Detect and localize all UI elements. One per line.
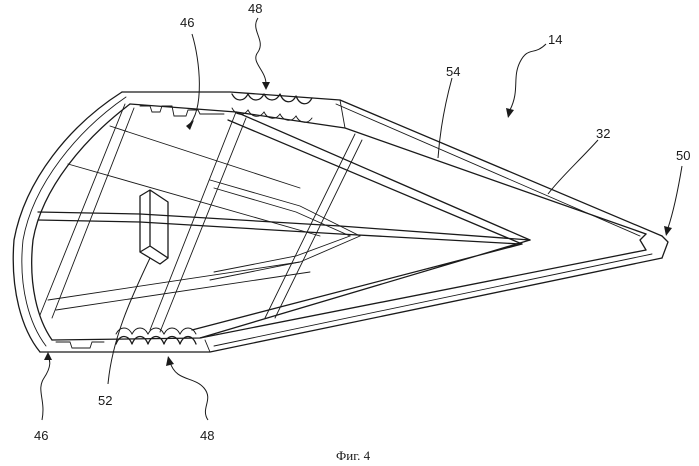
wedge-body <box>13 92 668 352</box>
leader-50 <box>668 166 682 228</box>
arrow-48-top <box>262 82 270 90</box>
leader-48-top <box>256 18 266 84</box>
leader-32 <box>548 140 598 194</box>
leader-14 <box>510 44 546 110</box>
bottom-edge-outer <box>40 258 662 352</box>
leader-46-bottom <box>41 356 50 420</box>
cross-rib-2 <box>150 112 246 332</box>
leader-46-top <box>188 34 199 126</box>
tip <box>640 234 668 258</box>
arrow-48-bottom <box>166 356 174 366</box>
label-46-top: 46 <box>180 15 194 30</box>
leaders <box>41 18 682 420</box>
figure-caption: Фиг. 4 <box>336 448 371 463</box>
lower-diagonal-rib <box>192 240 530 338</box>
bottom-notches <box>56 342 104 348</box>
leader-48-bottom <box>170 362 208 420</box>
leader-52 <box>108 258 150 384</box>
cross-rib-5 <box>48 262 310 310</box>
upper-diagonal-rib <box>228 112 530 244</box>
label-48-bottom: 48 <box>200 428 214 443</box>
label-46-bottom: 46 <box>34 428 48 443</box>
label-54: 54 <box>446 64 460 79</box>
block-52 <box>140 190 168 264</box>
label-52: 52 <box>98 393 112 408</box>
bottom-ridges-upper <box>116 328 196 334</box>
diamond-rib <box>210 180 360 280</box>
cross-rib-1 <box>40 104 134 318</box>
arrow-14 <box>506 108 514 118</box>
label-14: 14 <box>548 32 562 47</box>
bottom-ridges <box>116 337 196 345</box>
arrow-46-top <box>186 120 194 130</box>
label-48-top: 48 <box>248 1 262 16</box>
arrow-50 <box>664 226 672 236</box>
label-32: 32 <box>596 126 610 141</box>
arrow-46-bottom <box>44 352 52 360</box>
label-50: 50 <box>676 148 690 163</box>
bottom-edge-inner <box>52 250 646 340</box>
